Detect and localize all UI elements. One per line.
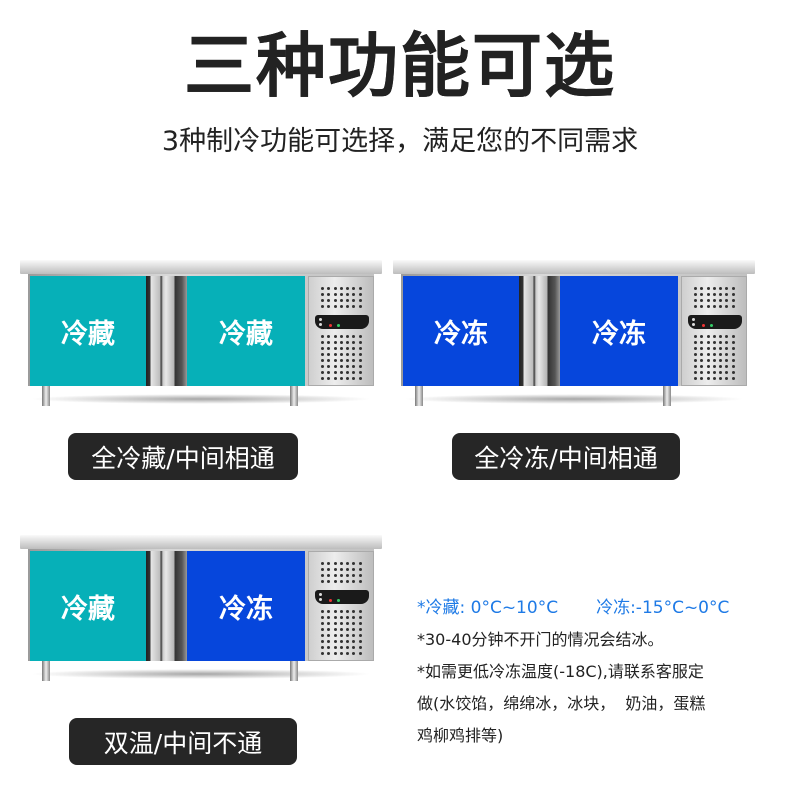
leg	[290, 661, 298, 681]
door-freeze: 冷冻	[560, 276, 678, 386]
door-refrigerate: 冷藏	[187, 276, 305, 386]
note-line: 做(水饺馅，绵绵冰，冰块， 奶油，蛋糕	[417, 694, 706, 713]
leg	[290, 386, 298, 406]
door-freeze: 冷冻	[403, 276, 519, 386]
vent-grille	[321, 335, 365, 380]
floor-shadow	[403, 394, 745, 404]
leg	[663, 386, 671, 406]
fridge-all-refrigerate: 冷藏 冷藏	[20, 252, 382, 412]
note-line: 鸡柳鸡排等)	[417, 726, 504, 745]
countertop	[20, 535, 382, 549]
door-refrigerate: 冷藏	[30, 276, 146, 386]
vent-grille	[321, 562, 365, 583]
leg	[42, 661, 50, 681]
door-divider	[519, 276, 560, 386]
page-subtitle: 3种制冷功能可选择，满足您的不同需求	[161, 126, 639, 157]
floor-shadow	[30, 669, 372, 679]
refrigerate-range: *冷藏: 0°C~10°C	[417, 598, 559, 618]
door-refrigerate: 冷藏	[30, 551, 146, 661]
badge-all-refrigerate: 全冷藏/中间相通	[68, 433, 298, 480]
freeze-range: 冷冻:-15°C~0°C	[596, 598, 730, 618]
fridge-all-freeze: 冷冻 冷冻	[393, 252, 755, 412]
badge-all-freeze: 全冷冻/中间相通	[452, 433, 680, 480]
vent-grille	[694, 335, 738, 380]
vent-grille	[321, 287, 365, 308]
fridge-dual-temperature: 冷藏 冷冻	[20, 527, 382, 687]
note-line: *如需更低冷冻温度(-18C),请联系客服定	[417, 662, 704, 681]
control-panel-icon	[315, 590, 369, 604]
compressor-panel	[308, 551, 374, 661]
leg	[42, 386, 50, 406]
leg	[415, 386, 423, 406]
note-line: *30-40分钟不开门的情况会结冰。	[417, 630, 664, 649]
compressor-panel	[681, 276, 747, 386]
vent-grille	[694, 287, 738, 308]
temperature-ranges: *冷藏: 0°C~10°C 冷冻:-15°C~0°C	[417, 592, 787, 624]
compressor-panel	[308, 276, 374, 386]
floor-shadow	[30, 394, 372, 404]
countertop	[393, 260, 755, 274]
countertop	[20, 260, 382, 274]
vent-grille	[321, 610, 365, 655]
door-divider	[146, 276, 187, 386]
control-panel-icon	[688, 315, 742, 329]
badge-dual-temperature: 双温/中间不通	[69, 718, 297, 765]
temperature-notes: *冷藏: 0°C~10°C 冷冻:-15°C~0°C *30-40分钟不开门的情况…	[417, 592, 787, 752]
door-freeze: 冷冻	[187, 551, 305, 661]
page-title: 三种功能可选	[0, 22, 800, 110]
door-divider	[146, 551, 187, 661]
control-panel-icon	[315, 315, 369, 329]
